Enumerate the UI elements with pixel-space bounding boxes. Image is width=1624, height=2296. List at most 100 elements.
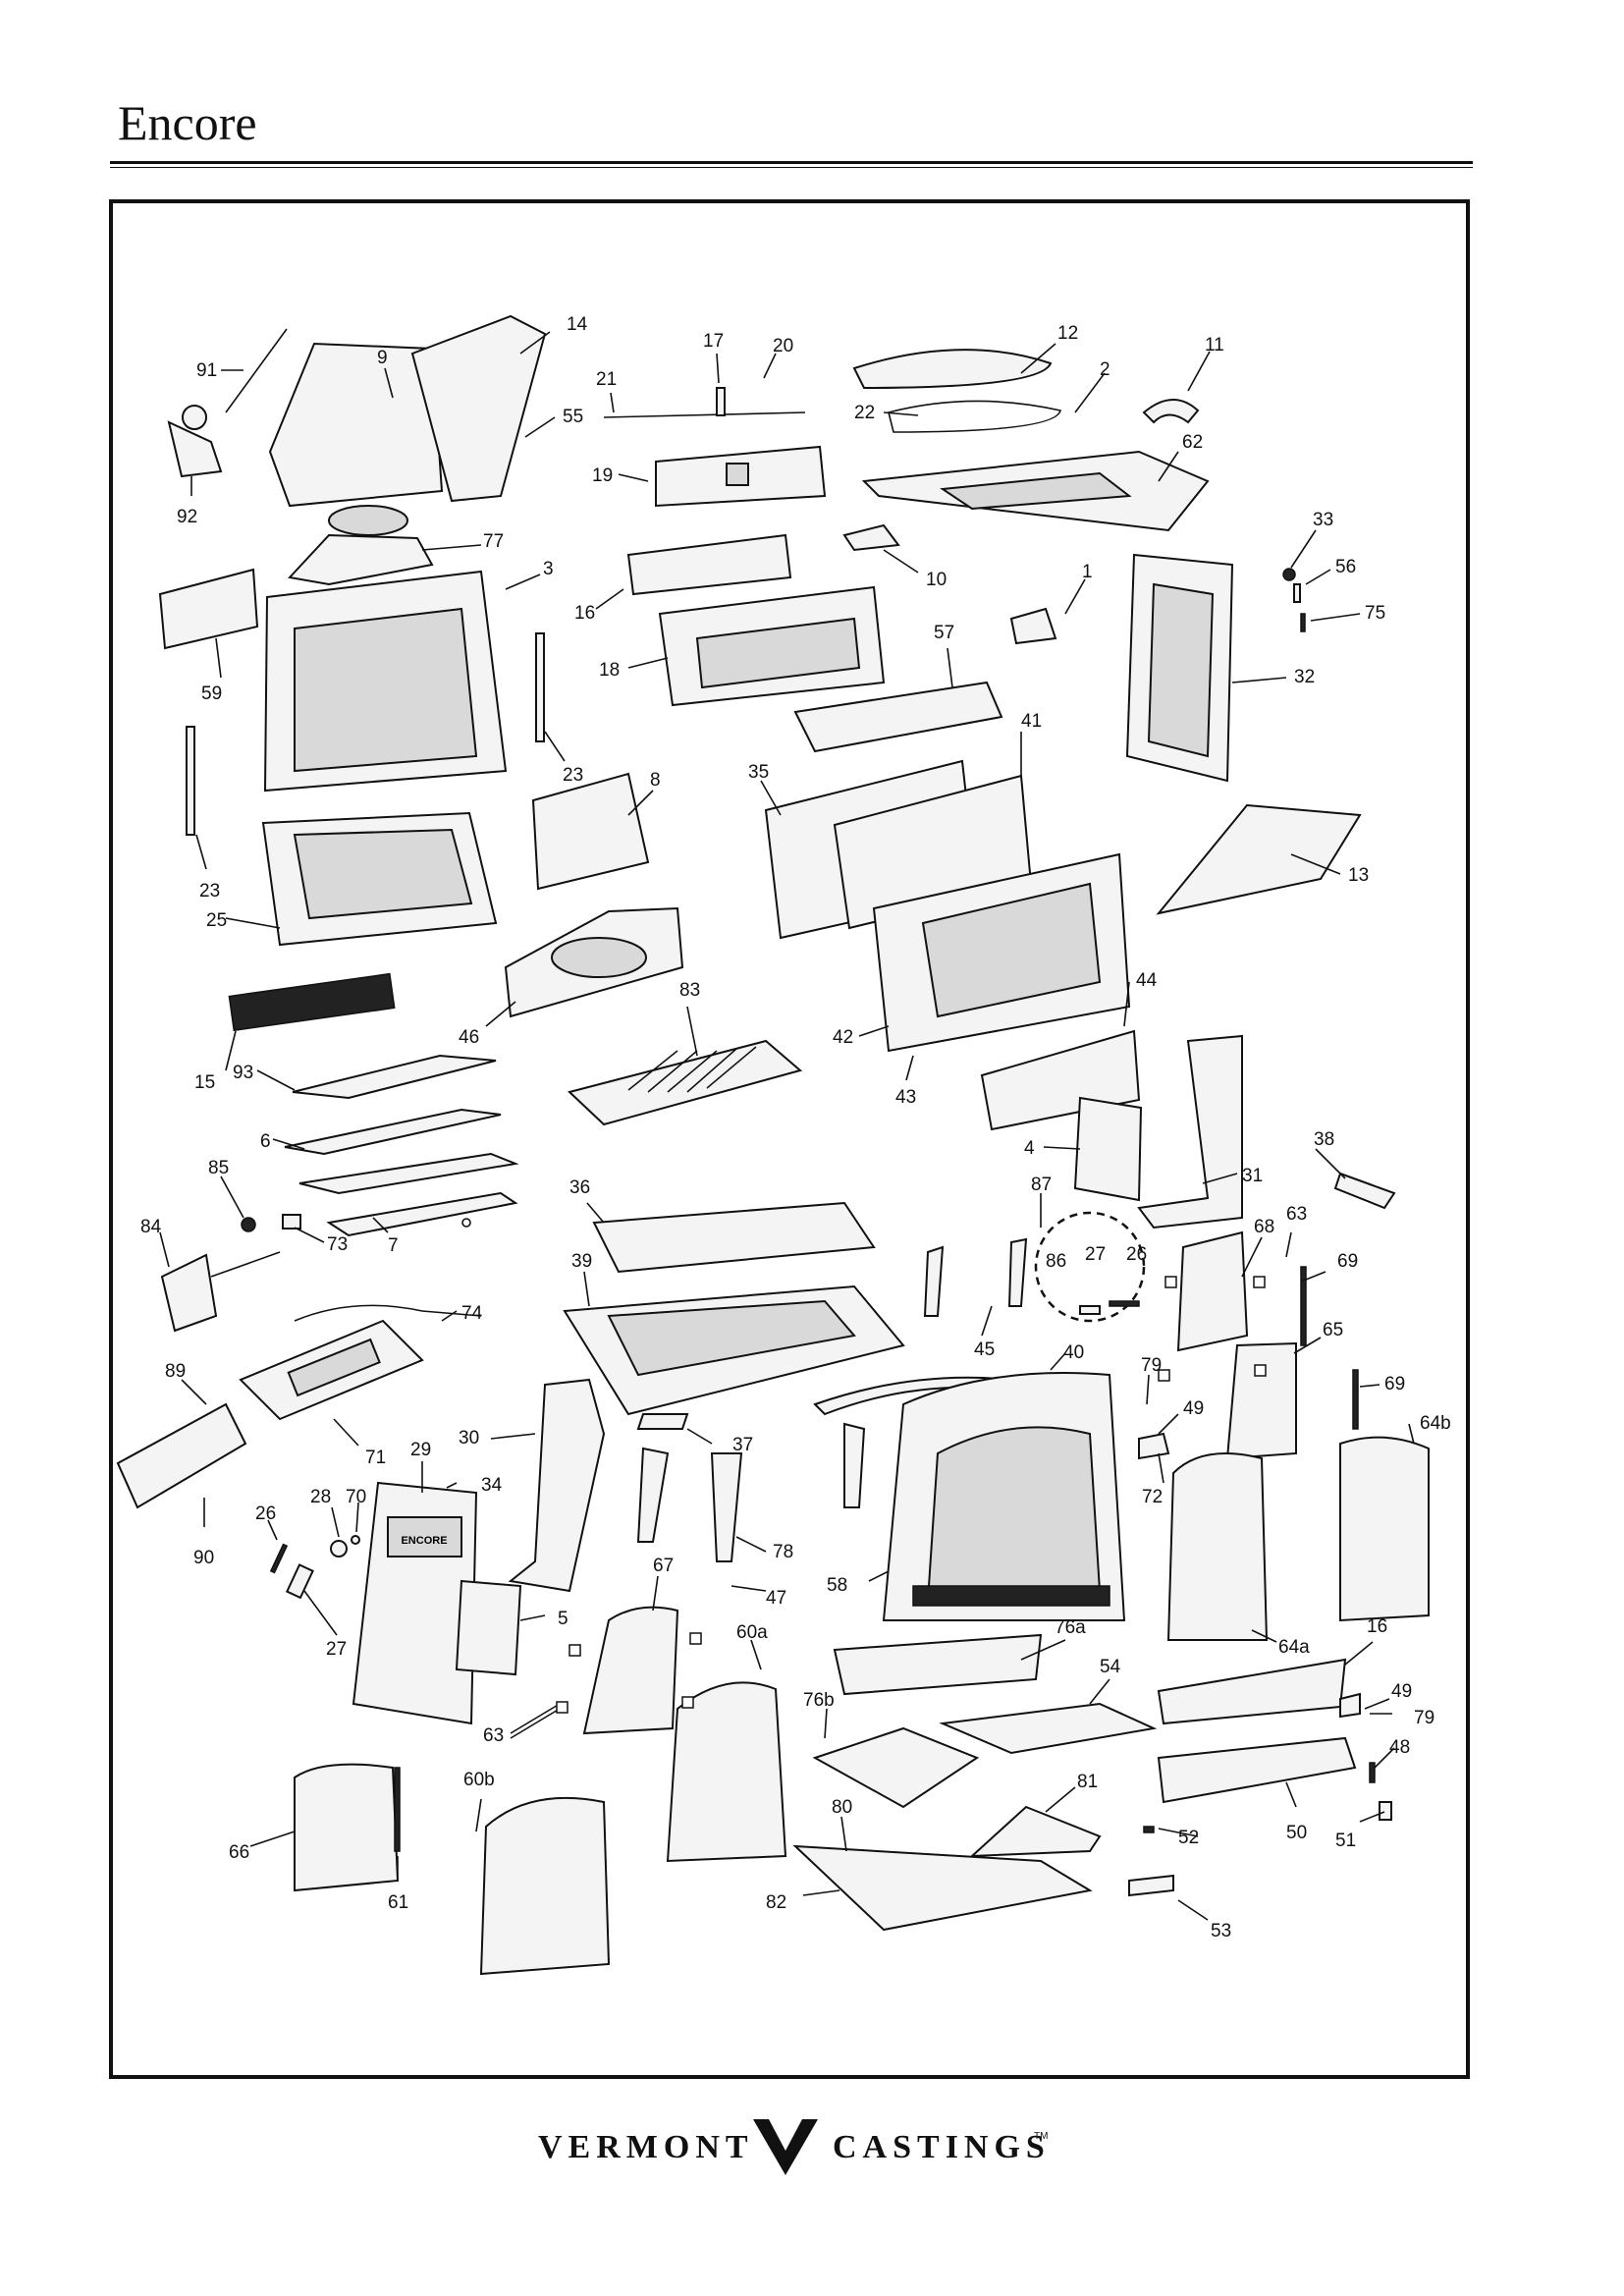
part-6-plate-b xyxy=(298,1152,519,1195)
callout-23-left: 23 xyxy=(199,881,220,902)
callout-27-left: 27 xyxy=(326,1639,347,1660)
part-58-grille xyxy=(912,1585,1110,1607)
leader-lines xyxy=(159,331,1415,1921)
callout-32: 32 xyxy=(1294,667,1315,687)
callout-8: 8 xyxy=(650,770,661,791)
part-48-pin xyxy=(1369,1762,1376,1783)
callout-38: 38 xyxy=(1314,1129,1334,1150)
part-77-opening xyxy=(328,505,408,536)
part-52-screw xyxy=(1143,1826,1155,1833)
callout-78: 78 xyxy=(773,1542,793,1562)
part-21-rod xyxy=(603,411,806,418)
callout-11: 11 xyxy=(1205,335,1224,355)
callout-labels: 91 9 14 55 92 17 20 21 19 12 2 22 11 62 … xyxy=(140,314,1451,1941)
callout-71: 71 xyxy=(365,1448,386,1468)
part-42-opening xyxy=(921,882,1102,1018)
brand-name-left: VERMONT xyxy=(538,2129,754,2165)
callout-84: 84 xyxy=(140,1217,162,1237)
callout-26-left: 26 xyxy=(255,1503,276,1524)
part-17-post xyxy=(716,387,726,416)
part-45-a xyxy=(923,1245,945,1317)
part-65-panel xyxy=(1225,1341,1297,1460)
callout-16: 16 xyxy=(574,603,595,624)
callout-51: 51 xyxy=(1335,1831,1356,1851)
title-rule xyxy=(110,161,1473,164)
diagram-frame xyxy=(109,199,1470,2079)
part-10-hinge xyxy=(842,523,900,552)
part-45-b xyxy=(1007,1237,1028,1307)
part-81-deflector xyxy=(969,1805,1102,1858)
part-91-knob xyxy=(182,405,207,430)
part-38-clip xyxy=(1333,1172,1396,1210)
part-67-panel xyxy=(582,1606,679,1735)
callout-20: 20 xyxy=(773,336,793,356)
callout-69-right: 69 xyxy=(1384,1374,1405,1394)
callout-23: 23 xyxy=(563,765,583,786)
part-61-hinge xyxy=(394,1767,401,1852)
callout-54: 54 xyxy=(1100,1657,1121,1677)
callout-1: 1 xyxy=(1082,562,1093,582)
part-27-spacer xyxy=(285,1563,314,1600)
part-25-well xyxy=(293,828,473,920)
part-77-collar xyxy=(288,533,434,586)
callout-74: 74 xyxy=(461,1303,483,1324)
part-56-pin xyxy=(1293,583,1301,603)
part-12-lid xyxy=(852,349,1053,390)
callout-27: 27 xyxy=(1085,1244,1106,1265)
callout-7: 7 xyxy=(388,1235,399,1256)
callout-58: 58 xyxy=(827,1575,847,1596)
callout-15: 15 xyxy=(194,1072,215,1093)
part-58-opening xyxy=(926,1426,1102,1603)
callout-42: 42 xyxy=(833,1027,853,1048)
part-37-bracket xyxy=(636,1413,689,1430)
callout-39: 39 xyxy=(571,1251,592,1272)
part-53-latch xyxy=(1128,1874,1174,1897)
part-84-rod xyxy=(210,1251,281,1278)
part-11-handle xyxy=(1142,399,1200,424)
callout-5: 5 xyxy=(558,1609,568,1629)
callout-49-right: 49 xyxy=(1391,1681,1412,1702)
part-26-pin xyxy=(1109,1300,1140,1307)
callout-77: 77 xyxy=(483,531,504,552)
callout-25: 25 xyxy=(206,910,227,931)
part-26-bolt xyxy=(269,1543,289,1574)
callout-81: 81 xyxy=(1077,1772,1098,1792)
part-23-strip-a xyxy=(535,632,545,742)
callout-57: 57 xyxy=(934,623,954,643)
callout-61: 61 xyxy=(388,1892,408,1913)
callout-47: 47 xyxy=(766,1588,786,1609)
part-2-gasket xyxy=(888,400,1061,433)
callout-60a: 60a xyxy=(736,1622,768,1643)
callout-66: 66 xyxy=(229,1842,249,1863)
callout-43: 43 xyxy=(895,1087,916,1108)
part-82-floor xyxy=(792,1844,1093,1932)
callout-34: 34 xyxy=(481,1475,503,1496)
part-74-loop xyxy=(461,1218,471,1228)
part-90-lip xyxy=(116,1402,247,1509)
part-93-plate xyxy=(292,1054,497,1100)
part-1-bracket xyxy=(1009,607,1057,645)
part-49-valve xyxy=(1339,1692,1361,1719)
part-23-strip-b xyxy=(186,726,195,836)
callout-35: 35 xyxy=(748,762,769,783)
part-54-tray xyxy=(939,1702,1158,1755)
callout-30: 30 xyxy=(459,1428,479,1449)
callout-93: 93 xyxy=(233,1063,253,1083)
callout-79: 79 xyxy=(1141,1355,1162,1376)
part-13-hood xyxy=(1156,803,1362,915)
part-87-detail-circle xyxy=(1034,1211,1146,1323)
part-59-glass xyxy=(158,568,259,650)
callout-76b: 76b xyxy=(803,1690,835,1711)
callout-16-right: 16 xyxy=(1367,1616,1387,1637)
part-32-inner xyxy=(1147,582,1215,758)
part-69-rod-b xyxy=(1352,1369,1359,1430)
part-91-rod xyxy=(225,328,288,413)
callout-36: 36 xyxy=(569,1177,590,1198)
callout-53: 53 xyxy=(1211,1921,1231,1941)
part-15-bar xyxy=(228,972,396,1032)
callout-19: 19 xyxy=(592,465,613,486)
callout-63-left: 63 xyxy=(483,1725,504,1746)
part-6-plate xyxy=(284,1108,502,1156)
part-51-sleeve xyxy=(1379,1801,1392,1821)
